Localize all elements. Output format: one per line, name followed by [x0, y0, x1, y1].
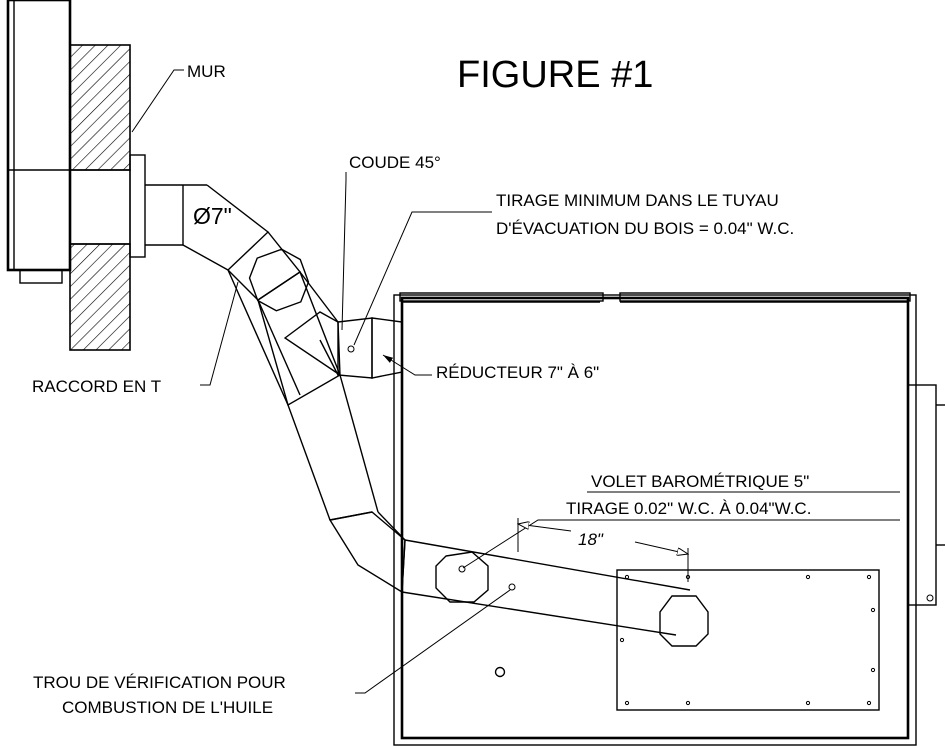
draft-label-line2: D'ÉVACUATION DU BOIS = 0.04" W.C.: [496, 219, 794, 238]
pipe-diameter-label: Ø7": [193, 203, 232, 229]
draft-label-line1: TIRAGE MINIMUM DANS LE TUYAU: [496, 191, 779, 210]
damper-label-line1: VOLET BAROMÉTRIQUE 5": [591, 472, 809, 491]
flue-pipe: [145, 184, 709, 647]
tee-label: RACCORD EN T: [32, 377, 161, 396]
reducer-label: RÉDUCTEUR 7" À 6": [436, 363, 599, 382]
elbow-label: COUDE 45°: [349, 153, 441, 172]
damper-label-line2: TIRAGE 0.02" W.C. À 0.04"W.C.: [566, 499, 811, 518]
leader-lines: [131, 69, 900, 694]
left-appliance: [6, 0, 72, 284]
dimension-18-label: 18": [578, 530, 604, 549]
wall-label: MUR: [187, 62, 226, 81]
door-screws: [619, 574, 876, 706]
hole-label-line2: COMBUSTION DE L'HUILE: [62, 698, 273, 717]
figure-title: FIGURE #1: [457, 54, 653, 96]
hole-label-line1: TROU DE VÉRIFICATION POUR: [33, 673, 286, 692]
furnace: [347, 292, 945, 746]
wall-section: [69, 44, 146, 351]
